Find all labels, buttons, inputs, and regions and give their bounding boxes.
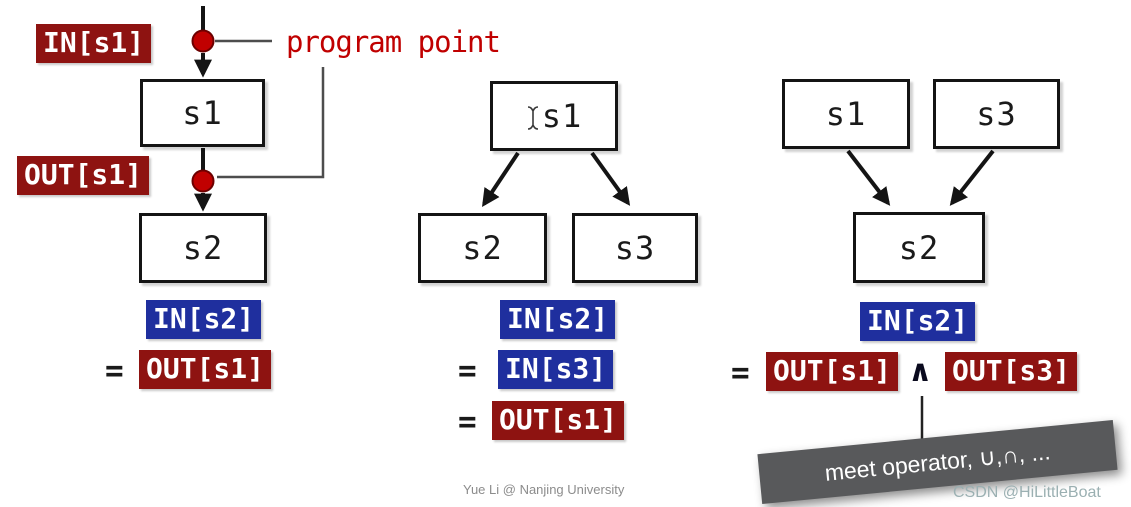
right-eq-in-s2-badge: IN[s2] [860, 302, 976, 342]
middle-flow-edges [482, 151, 631, 207]
node-left-s1: s1 [140, 79, 265, 147]
right-eq-out-s1-badge: OUT[s1] [766, 352, 899, 392]
node-middle-s3: s3 [572, 213, 698, 283]
out-s1-badge: OUT[s1] [17, 156, 150, 196]
text-cursor-icon [527, 106, 538, 130]
node-middle-s1: s1 [490, 81, 618, 151]
node-middle-s1-label: s1 [541, 97, 583, 135]
middle-eq-equals-2: = [458, 404, 477, 440]
right-flow-edges [846, 149, 995, 206]
node-right-s3: s3 [933, 79, 1060, 149]
right-eq-out-s3-badge: OUT[s3] [945, 352, 1078, 392]
node-right-s2: s2 [853, 212, 985, 283]
left-eq-equals: = [105, 353, 124, 389]
middle-eq-in-s3-badge: IN[s3] [498, 350, 614, 390]
middle-eq-equals-1: = [458, 353, 477, 389]
left-eq-out-s1-badge: OUT[s1] [139, 350, 272, 390]
middle-eq-in-s2-badge: IN[s2] [500, 300, 616, 340]
in-s1-badge: IN[s1] [36, 24, 152, 64]
program-point-label: program point [286, 25, 501, 59]
middle-eq-out-s1-badge: OUT[s1] [492, 401, 625, 441]
slide-credit: Yue Li @ Nanjing University [463, 482, 625, 497]
node-left-s2: s2 [139, 213, 267, 283]
meet-operator-symbol: ∧ [908, 354, 933, 389]
program-point-dot-in [191, 29, 215, 53]
right-eq-equals: = [731, 355, 750, 391]
program-point-dot-out [191, 169, 215, 193]
node-middle-s2: s2 [418, 213, 547, 283]
csdn-watermark: CSDN @HiLittleBoat [953, 484, 1101, 501]
node-right-s1: s1 [782, 79, 910, 149]
left-eq-in-s2-badge: IN[s2] [146, 300, 262, 340]
